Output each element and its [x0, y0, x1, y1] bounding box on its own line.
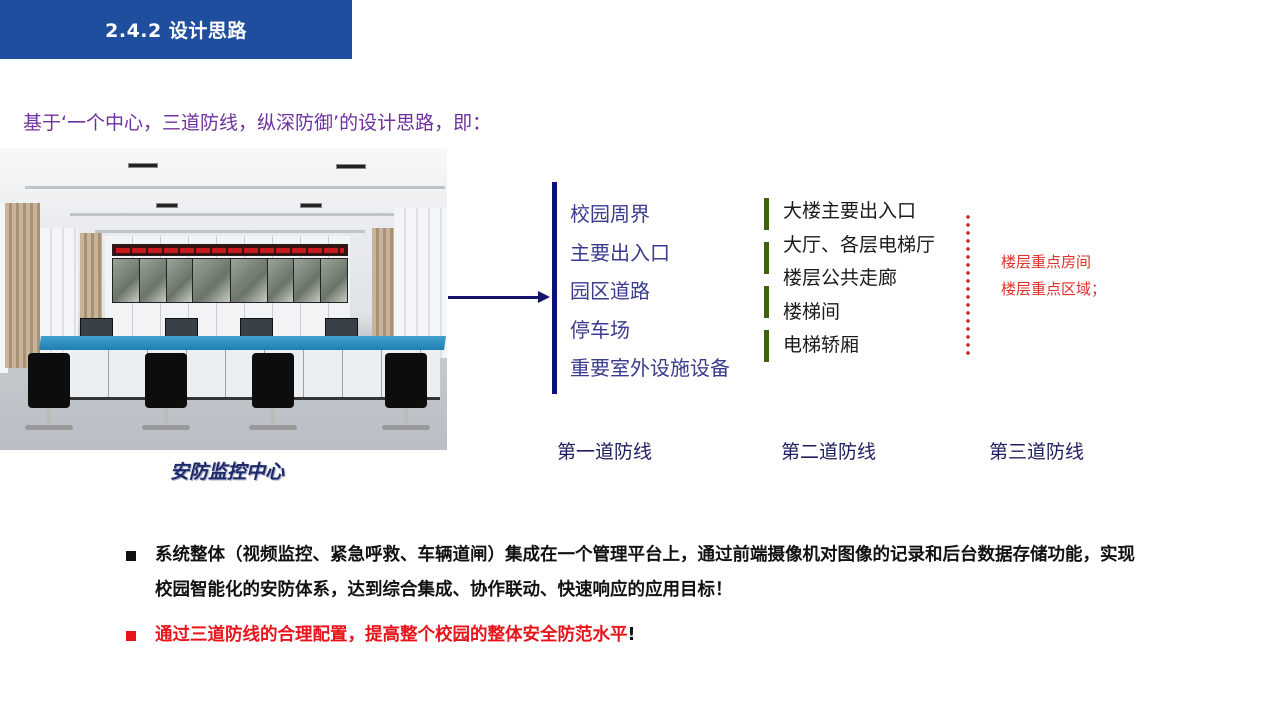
bullet-text: 通过三道防线的合理配置，提高整个校园的整体安全防范水平! — [155, 618, 1145, 653]
first-line-item: 主要出入口 — [570, 240, 670, 265]
third-line-label: 第三道防线 — [989, 441, 1085, 463]
second-line-item: 楼层公共走廊 — [783, 267, 898, 289]
third-line-dotted-bar — [965, 213, 971, 355]
control-room-photo — [0, 148, 447, 450]
second-line-item: 大厅、各层电梯厅 — [783, 233, 936, 256]
first-line-item: 园区道路 — [570, 279, 650, 303]
third-line-item: 楼层重点房间 — [1001, 253, 1092, 271]
bullet-exclamation: ! — [627, 625, 636, 645]
square-bullet-icon — [126, 551, 136, 561]
second-line-item: 楼梯间 — [783, 300, 841, 323]
third-line-list: 楼层重点房间 楼层重点区域； — [1001, 251, 1106, 305]
second-line-label: 第二道防线 — [781, 441, 877, 463]
bullet-highlight-text: 通过三道防线的合理配置，提高整个校园的整体安全防范水平 — [155, 625, 628, 645]
first-line-item: 停车场 — [570, 317, 630, 342]
console-desk — [39, 336, 446, 350]
arrow-head-icon — [538, 291, 550, 303]
second-line-bar — [764, 286, 769, 318]
square-bullet-icon — [126, 631, 136, 641]
led-ticker — [112, 244, 348, 256]
second-line-item: 电梯轿厢 — [783, 334, 860, 356]
ceiling — [0, 148, 447, 243]
video-wall — [112, 258, 348, 303]
first-line-bar — [552, 182, 557, 394]
second-line-bar — [764, 330, 769, 362]
second-line-item: 大楼主要出入口 — [783, 200, 917, 222]
first-line-label: 第一道防线 — [557, 441, 653, 463]
first-line-item: 校园周界 — [570, 202, 650, 226]
bullet-text: 系统整体（视频监控、紧急呼救、车辆道闸）集成在一个管理平台上，通过前端摄像机对图… — [155, 545, 1135, 600]
arrow-icon — [448, 296, 540, 299]
section-title: 2.4.2 设计思路 — [105, 20, 247, 42]
section-title-bar: 2.4.2 设计思路 — [0, 0, 352, 59]
second-line-bar — [764, 242, 769, 274]
intro-text: 基于‘一个中心，三道防线，纵深防御’的设计思路，即： — [23, 112, 492, 134]
second-line-bar — [764, 198, 769, 230]
first-line-list: 校园周界 主要出入口 园区道路 停车场 重要室外设施设备 — [570, 200, 730, 393]
second-line-list: 大楼主要出入口 大厅、各层电梯厅 楼层公共走廊 楼梯间 电梯轿厢 — [783, 198, 935, 366]
photo-caption: 安防监控中心 — [170, 461, 285, 483]
first-line-item: 重要室外设施设备 — [570, 356, 730, 380]
third-line-item: 楼层重点区域； — [1001, 280, 1107, 298]
